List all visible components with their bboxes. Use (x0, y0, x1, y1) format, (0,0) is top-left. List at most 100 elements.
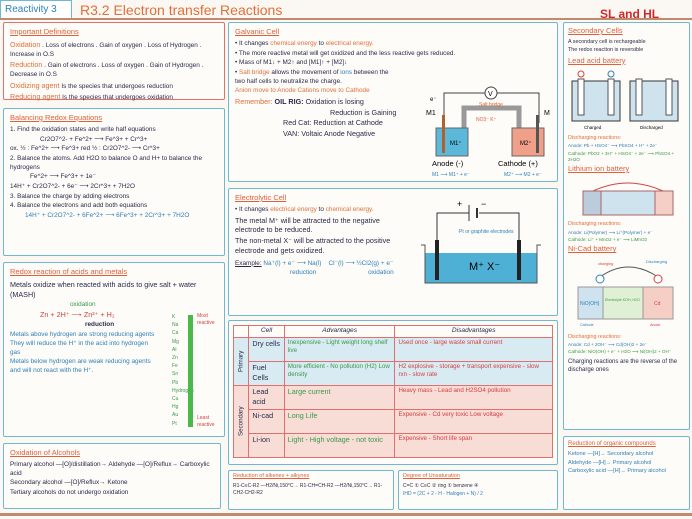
bullet: • It changes chemical energy to electric… (235, 40, 374, 48)
m2-label: M (544, 110, 550, 117)
discharging-label: Discharging (646, 259, 667, 264)
oil-rig-2: Reduction is Gaining (330, 107, 397, 117)
least-reactive-label: Least reactive (197, 415, 215, 428)
footer-divider (0, 513, 692, 516)
plus-terminal: + (457, 199, 462, 209)
li-cathode: Cathode: Li⁺ + MnO2 + e⁻ ⟶ LiMnO2 (568, 236, 648, 242)
def-reduction: Reduction . Gain of electrons . Loss of … (10, 60, 204, 79)
bullet: • The more reactive metal will get oxidi… (235, 49, 456, 57)
balancing-panel: Balancing Redox Equations 1. Find the ox… (3, 108, 225, 256)
cathode-label: Cathode (+) (498, 159, 538, 168)
li-dis-title: Discharging reactions: (568, 221, 622, 228)
alcohol-item: Secondary alcohol —[O]/Reflux→ Ketone (10, 479, 128, 487)
series-metal: Au (172, 412, 179, 419)
anode-equation: M1 ⟶ M1⁺ + e⁻ (432, 172, 470, 178)
charging-label: charging (598, 261, 613, 266)
anode-label: Anode (650, 323, 660, 327)
def-oxidation: Oxidation . Loss of electrons . Gain of … (10, 40, 202, 58)
bullet: They will reduce the H⁺ in the acid into… (10, 340, 149, 356)
bullet: Metals below hydrogen are weak reducing … (10, 358, 151, 375)
alcohol-item: Primary alcohol —[O]/distillation→ Aldeh… (10, 461, 210, 477)
bullet: Metals above hydrogen are strong reducin… (10, 330, 155, 338)
equation: 14H⁺ + Cr2O7^2- + 6e⁻ ⟶ 2Cr^3+ + 7H2O (10, 182, 135, 190)
electron-label: e⁻ (430, 97, 437, 103)
series-metal: K (172, 314, 176, 320)
electrodes-label: Pt or graphite electrodes (459, 229, 514, 235)
ni-cad-diagram: charging Discharging NiO(OH) Electrolyte… (577, 259, 674, 327)
secondary-title: Secondary Cells (568, 26, 623, 35)
acids-panel: Redox reaction of acids and metals Metal… (3, 262, 225, 437)
unsaturation-items: C=C ① C≡C ② ring ① benzene ④ (403, 483, 479, 490)
def-oxidizing-agent: Oxidizing agent Is the species that unde… (10, 80, 173, 90)
series-metal: Hydrogen (172, 387, 194, 394)
series-metal: Mg (172, 338, 179, 345)
organic-item: Carboxylic acid —[H]→ Primary alcohol (568, 468, 666, 475)
alcohols-title: Oxidation of Alcohols (10, 448, 81, 457)
definitions-panel: Important Definitions Oxidation . Loss o… (3, 22, 225, 102)
step: 2. Balance the atoms. Add H2O to balance… (10, 155, 203, 171)
step: 4. Balance the electrons and add both eq… (10, 202, 148, 210)
charged-label: Charged (584, 125, 602, 130)
series-metal: Ca (172, 330, 179, 337)
acids-intro: Metals oxidize when reacted with acids t… (10, 280, 197, 299)
galvanic-panel: Galvanic Cell • It changes chemical ener… (228, 22, 558, 182)
series-metal: Zn (172, 355, 178, 362)
lead-anode: Anode: Pb + HSO4⁻ ⟶ PbSO4 + H⁺ + 2e⁻ (568, 143, 658, 149)
electrolytic-title: Electrolytic Cell (235, 193, 287, 202)
example: Example: Na⁺(l) + e⁻ ⟶ Na(l) Cl⁻(l) ⟶ ½C… (235, 259, 394, 267)
series-metal: Na (172, 322, 179, 329)
unsaturation-panel: Degree of Unsaturation C=C ① C≡C ② ring … (398, 470, 558, 510)
def-reducing-agent: Reducing agent Is the species that under… (10, 92, 173, 102)
ni-dis-title: Discharging reactions: (568, 333, 622, 340)
minus-terminal: − (481, 199, 486, 209)
ion1-label: M1⁺ (450, 140, 462, 147)
series-metal: Cu (172, 396, 179, 403)
series-metal: Al (172, 346, 177, 353)
lead-dis-title: Discharging reactions: (568, 135, 622, 142)
galvanic-title: Galvanic Cell (235, 27, 280, 36)
alcohols-panel: Oxidation of Alcohols Primary alcohol —[… (3, 443, 221, 509)
lead-acid-diagram: Charged Discharged (571, 70, 679, 130)
ihd-formula: IHD = (2C + 2 - H - Halogen + N) / 2 (403, 491, 483, 498)
organic-title: Reduction of organic compounds (568, 441, 656, 447)
electrolytic-cell-diagram: + − Pt or graphite electrodes M⁺ X⁻ (421, 199, 541, 284)
section-tab: Reactivity 3 (0, 0, 72, 18)
red-cat: Red Cat: Reduction at Cathode (283, 118, 383, 128)
series-metal: Fe (172, 363, 178, 370)
reduction-label: reduction (85, 320, 115, 328)
series-metal: Hg (172, 404, 179, 411)
series-metal: Pb (172, 379, 179, 386)
bullet: The metal M⁺ will be attracted to the ne… (235, 215, 380, 235)
ni-cad-title: Ni-Cad battery (568, 244, 617, 254)
equation: Cr2O7^2- + Fe^2+ ⟶ Fe^3+ + Cr^3+ (40, 135, 148, 143)
acids-title: Redox reaction of acids and metals (10, 267, 128, 276)
discharged-label: Discharged (640, 125, 663, 130)
ni-anode: Anode: Cd + 2OH⁻ ⟶ Cd(OH)2 + 2e⁻ (568, 341, 648, 347)
bullet: The non-metal X⁻ will be attracted to th… (235, 236, 391, 255)
bridge-ions-label: NO3⁻ K⁺ (476, 117, 497, 123)
ion2-label: M2⁺ (520, 140, 532, 147)
step: 1. Find the oxidation states and write h… (10, 126, 156, 134)
li-ion-diagram (582, 182, 674, 216)
zn-equation: Zn + 2H⁺ ⟶ Zn²⁺ + H₂ (40, 310, 115, 320)
header-divider (0, 18, 692, 20)
anion-cation-note: Anion move to Anode Cations move to Cath… (235, 87, 370, 95)
galvanic-cell-diagram: V e⁻ Salt bridge NO3⁻ K⁺ M1 M M1⁺ M2⁺ An… (426, 86, 550, 178)
definitions-title: Important Definitions (10, 27, 79, 36)
secondary-panel: Secondary Cells A secondary cell is rech… (563, 22, 690, 430)
double-arrow-icon (188, 315, 193, 427)
organic-panel: Reduction of organic compounds Ketone —[… (563, 436, 690, 510)
step: 3. Balance the charge by adding electron… (10, 192, 130, 200)
equation: Fe^2+ ⟶ Fe^3+ + 1e⁻ (30, 173, 96, 181)
group-primary: Primary (233, 337, 249, 386)
li-anode: Anode: Li(Polymer) ⟶ Li⁺(Polymer) + e⁻ (568, 229, 653, 235)
half-equations: ox. ½ : Fe^2+ ⟶ Fe^3+ red ½ : Cr2O7^2- ⟶… (10, 145, 160, 153)
cd-label: Cd (654, 301, 661, 307)
m1-label: M1 (426, 110, 436, 117)
salt-bridge-label: Salt bridge (479, 102, 503, 108)
oxidation-label: oxidation (70, 300, 96, 308)
ions-label: M⁺ X⁻ (469, 261, 500, 273)
li-ion-title: Lithium ion battery (568, 164, 630, 173)
electrolyte-label: Electrolyte KOH, H2O (605, 298, 640, 302)
